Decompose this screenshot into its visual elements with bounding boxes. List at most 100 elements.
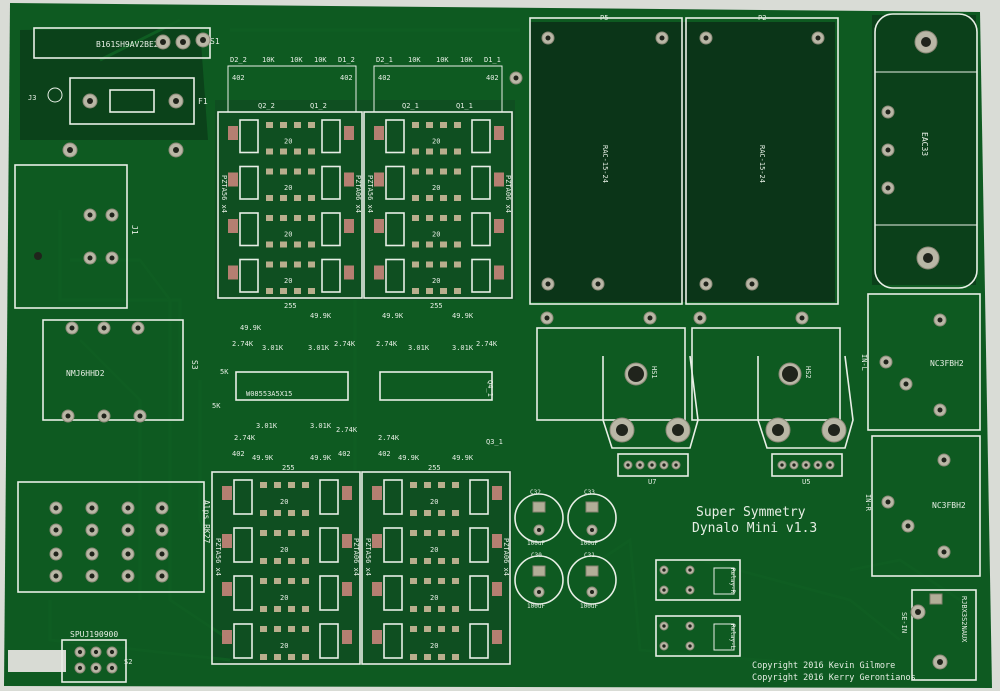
relay-r: Relay-R (655, 559, 741, 601)
smd-pad (274, 626, 281, 632)
svg-text:3.01K: 3.01K (452, 344, 474, 352)
transistor-outline (321, 165, 341, 200)
trs-se-in: RJBX3S2NAUX SE-IN (900, 589, 977, 681)
smd-pad (426, 168, 433, 175)
svg-text:255: 255 (282, 464, 295, 472)
smd-tab-pad (374, 126, 384, 140)
transistor-outline (321, 258, 341, 293)
heatsink-hs2: HS2 U5 (691, 311, 854, 486)
svg-text:C30: C30 (531, 552, 542, 559)
smd-pad (294, 215, 301, 221)
smd-pad (426, 261, 433, 268)
smd-pad (260, 654, 267, 660)
smd-pad (440, 195, 447, 201)
svg-text:2.74K: 2.74K (378, 434, 400, 442)
smd-tab-pad (222, 486, 232, 500)
drill-hole (109, 649, 115, 655)
svg-text:402: 402 (232, 74, 245, 82)
smd-pad (260, 626, 267, 632)
module-part-label: PZTA56 x4 (220, 175, 228, 213)
module-part-label: PZTA56 x4 (364, 538, 372, 576)
copper-pour-top-left (20, 28, 208, 140)
svg-text:NC3FBH2: NC3FBH2 (930, 359, 964, 368)
drill-hole (662, 644, 666, 648)
smd-pad (440, 261, 447, 268)
smd-tab-pad (494, 126, 504, 140)
smd-pad (288, 558, 295, 564)
alps-potentiometer: Alps RK27 (17, 481, 211, 593)
transistor-outline (385, 119, 405, 154)
svg-text:100uF: 100uF (527, 603, 545, 610)
svg-text:100uF: 100uF (580, 603, 598, 610)
drill-hole (674, 463, 678, 467)
smd-pad (438, 510, 445, 516)
smd-pad (410, 654, 417, 660)
smd-pad (308, 148, 315, 155)
svg-text:3.01K: 3.01K (262, 344, 284, 352)
smd-pad (424, 510, 431, 516)
smd-pad (454, 241, 461, 248)
smd-pad (294, 168, 301, 175)
smd-pad (308, 261, 315, 268)
drill-hole (93, 649, 99, 655)
smd-pad (288, 606, 295, 612)
transistor-outline (233, 527, 253, 563)
iec-inlet: EAC33 (874, 13, 978, 289)
svg-text:F1: F1 (198, 97, 208, 106)
smd-pad (410, 530, 417, 536)
svg-text:100uF: 100uF (580, 540, 598, 547)
svg-text:C31: C31 (584, 552, 595, 559)
transistor-outline (319, 479, 339, 515)
smd-pad (412, 122, 419, 128)
svg-text:Q3_1: Q3_1 (486, 438, 503, 446)
smd-tab-pad (228, 265, 238, 280)
smd-pad (294, 148, 301, 155)
drill-hole (53, 527, 59, 533)
transistor-outline (239, 258, 259, 293)
svg-text:IN-R: IN-R (864, 494, 872, 512)
drill-hole (638, 463, 642, 467)
smd-pad (260, 510, 267, 516)
smd-pad (266, 241, 273, 248)
smd-pad (266, 261, 273, 268)
transistor-outline (321, 119, 341, 154)
transistor-outline (469, 479, 489, 515)
xlr-in-l: NC3FBH2 IN-L (860, 293, 981, 431)
svg-text:402: 402 (232, 450, 245, 458)
drill-hole (53, 573, 59, 579)
smd-tab-pad (222, 534, 232, 548)
module-outline (361, 471, 511, 665)
smd-pad (438, 530, 445, 536)
xlr-in-r: NC3FBH2 IN-R (864, 435, 981, 577)
svg-text:5K: 5K (220, 368, 229, 376)
smd-pad (294, 122, 301, 128)
smd-tab-pad (372, 534, 382, 548)
transistor-outline (469, 623, 489, 659)
smd-pad (440, 122, 447, 128)
svg-text:49.9K: 49.9K (398, 454, 420, 462)
smd-tab-pad (492, 534, 502, 548)
drill-hole (792, 463, 796, 467)
module-part-label: PZTA56 x4 (366, 175, 374, 213)
svg-text:J1: J1 (130, 225, 139, 235)
svg-text:255: 255 (430, 302, 443, 310)
smd-pad (410, 626, 417, 632)
smd-pad (454, 122, 461, 128)
transistor-outline (239, 212, 259, 247)
svg-text:EAC33: EAC33 (920, 132, 929, 156)
smd-pad (308, 288, 315, 294)
smd-pad (424, 606, 431, 612)
capacitor-c32: C32 100uF (514, 489, 564, 547)
smd-pad (424, 626, 431, 632)
drill-hole (688, 644, 692, 648)
svg-text:402: 402 (378, 74, 391, 82)
svg-text:S3: S3 (190, 360, 199, 370)
transistor-outline (385, 212, 405, 247)
svg-text:Q4_1: Q4_1 (486, 380, 494, 397)
transistor-outline (471, 165, 491, 200)
smd-pad (452, 510, 459, 516)
smd-pad (266, 122, 273, 128)
smd-pad (274, 606, 281, 612)
smd-tab-pad (344, 126, 354, 140)
